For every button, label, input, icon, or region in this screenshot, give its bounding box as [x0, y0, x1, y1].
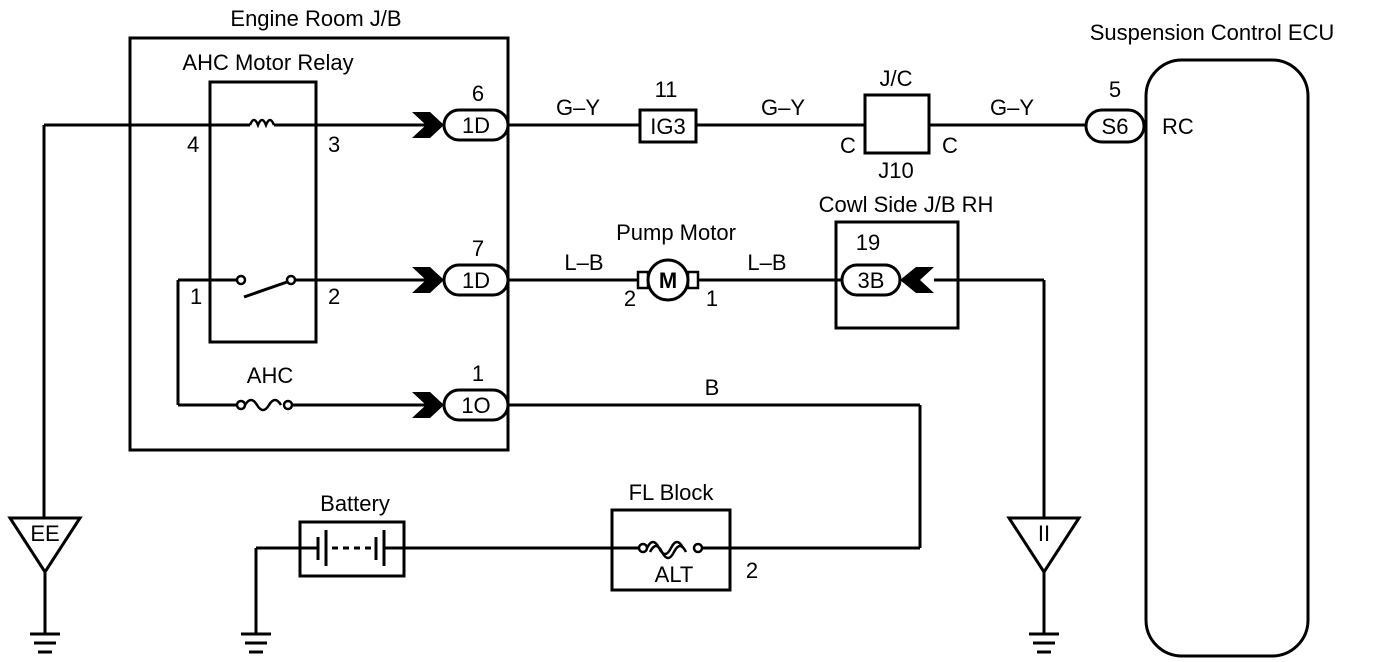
- engine-room-jb-title: Engine Room J/B: [230, 6, 401, 31]
- motor-pin-2: 2: [624, 286, 636, 311]
- relay-title: AHC Motor Relay: [182, 50, 353, 75]
- connector-id-1d-top: 1D: [462, 113, 490, 138]
- connector-arrow-icon: [412, 392, 444, 418]
- jc-box: [863, 93, 931, 155]
- alt-fusible-link-icon-2: [648, 544, 688, 560]
- relay-pin-4: 4: [187, 132, 199, 157]
- pump-motor-title: Pump Motor: [616, 220, 736, 245]
- ecu-pin-5: 5: [1109, 77, 1121, 102]
- wire-lb-1-label: L–B: [564, 250, 603, 275]
- motor-pin-1: 1: [706, 286, 718, 311]
- wire-gy-2-label: G–Y: [761, 95, 805, 120]
- connector-3b-label: 3B: [858, 268, 885, 293]
- suspension-control-ecu-box: [1144, 58, 1310, 658]
- jc-right-terminal: C: [942, 133, 958, 158]
- relay-switch-blade: [243, 280, 288, 299]
- ahc-fuse-icon: [243, 398, 283, 412]
- jc-sub-label: J10: [878, 158, 913, 183]
- connector-pin-1: 1: [472, 361, 484, 386]
- jc-left-terminal: C: [840, 133, 856, 158]
- ahc-fuse-terminal-left: [235, 399, 247, 411]
- ecu-title: Suspension Control ECU: [1090, 20, 1335, 45]
- ee-ground-label: EE: [30, 521, 59, 546]
- ee-ground-triangle: [7, 516, 83, 575]
- alt-fuse-terminal-right: [692, 542, 704, 554]
- switch-contact-left: [235, 274, 247, 286]
- wire-gy-3-label: G–Y: [990, 95, 1034, 120]
- connector-id-1o: 1O: [461, 393, 490, 418]
- relay-coil-symbol: [248, 118, 276, 129]
- connector-arrow-icon: [412, 112, 444, 138]
- connector-arrow-icon: [900, 267, 934, 293]
- ahc-fuse-terminal-right: [282, 399, 294, 411]
- fl-block-box: [610, 508, 732, 592]
- alt-label: ALT: [655, 562, 694, 587]
- connector-s6: [1084, 108, 1146, 144]
- ahc-fuse-label: AHC: [247, 363, 294, 388]
- ahc-motor-relay-box: [208, 80, 318, 344]
- fl-block-title: FL Block: [629, 480, 715, 505]
- wire-gy-1-label: G–Y: [556, 95, 600, 120]
- fl-block-pin-2: 2: [746, 558, 758, 583]
- ii-ground-label: II: [1038, 521, 1050, 546]
- cowl-side-jb-box: [834, 220, 960, 330]
- wire-b-label: B: [705, 375, 720, 400]
- relay-pin-3: 3: [328, 132, 340, 157]
- relay-pin-1: 1: [190, 284, 202, 309]
- alt-fuse-terminal-left: [637, 542, 649, 554]
- ii-ground-triangle: [1006, 516, 1082, 575]
- jc-label: J/C: [880, 66, 913, 91]
- connector-arrow-icon: [412, 267, 444, 293]
- cowl-pin-19: 19: [856, 230, 880, 255]
- motor-symbol: M: [659, 268, 677, 293]
- wire-lb-2-label: L–B: [747, 250, 786, 275]
- switch-contact-right: [285, 274, 297, 286]
- ig3-number: 11: [655, 77, 678, 102]
- connector-pin-7: 7: [472, 236, 484, 261]
- ecu-terminal-rc: RC: [1162, 114, 1194, 139]
- connector-pin-6: 6: [472, 81, 484, 106]
- pump-motor-icon: [646, 258, 690, 302]
- connector-s6-label: S6: [1102, 114, 1129, 139]
- cowl-side-jb-title: Cowl Side J/B RH: [819, 192, 994, 217]
- engine-room-jb-box: [128, 36, 510, 452]
- alt-fusible-link-icon: [645, 540, 685, 556]
- relay-pin-2: 2: [328, 284, 340, 309]
- battery-label: Battery: [320, 491, 390, 516]
- ig3-label: IG3: [650, 114, 685, 139]
- connector-id-1d-mid: 1D: [462, 268, 490, 293]
